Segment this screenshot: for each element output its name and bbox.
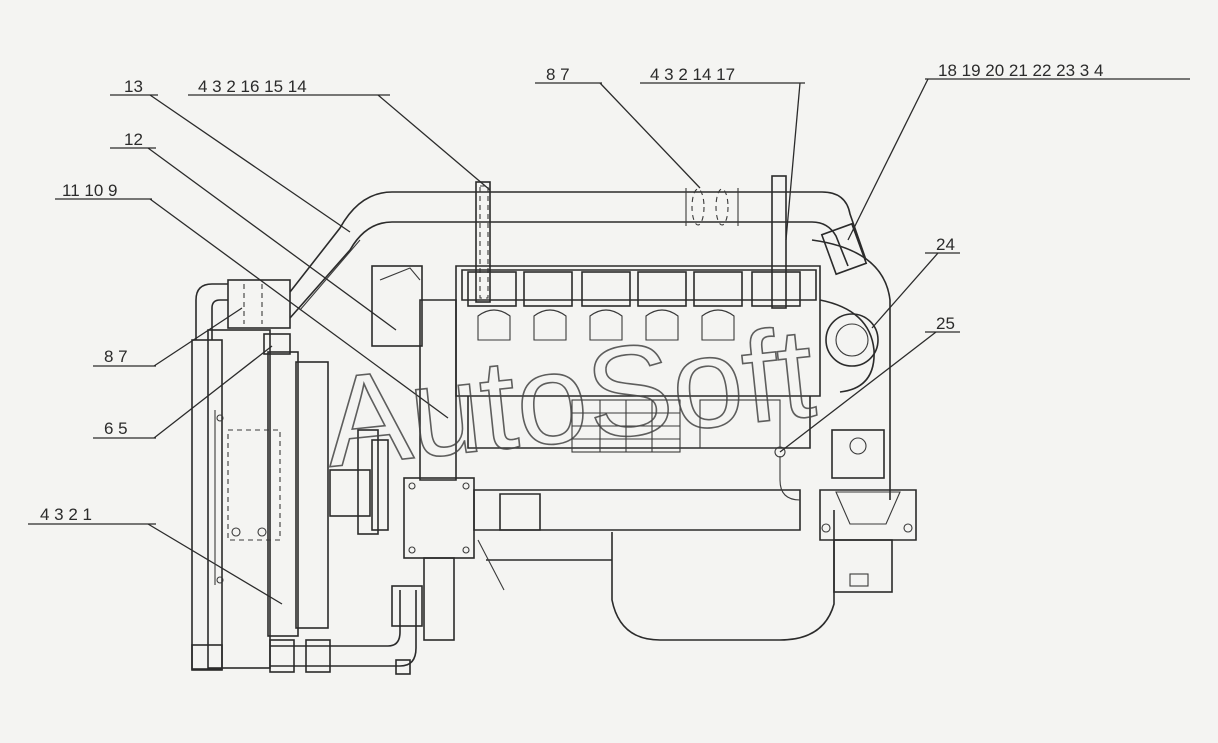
- callout-label: 24: [936, 235, 955, 254]
- callout-label: 4 3 2 16 15 14: [198, 77, 307, 96]
- engine-block: [371, 265, 821, 481]
- callout-label: 25: [936, 314, 955, 333]
- oil-pan: [473, 489, 835, 641]
- callout-label: 4 3 2 14 17: [650, 65, 735, 84]
- callout-label: 6 5: [104, 419, 128, 438]
- valve-covers: [477, 309, 735, 341]
- callout-label: 8 7: [546, 65, 570, 84]
- radiator: [191, 329, 329, 671]
- callout-25: 25: [779, 314, 960, 453]
- callout-14-17: 4 3 2 14 17: [640, 65, 805, 241]
- callout-label: 4 3 2 1: [40, 505, 92, 524]
- callout-18-23: 18 19 20 21 22 23 3 4: [847, 61, 1190, 241]
- callout-8-7-left: 8 7: [93, 307, 243, 367]
- callout-16-15-14: 4 3 2 16 15 14: [188, 77, 491, 191]
- callout-label: 12: [124, 130, 143, 149]
- lower-coolant-pipe: [269, 585, 423, 675]
- cylinder-heads: [467, 271, 801, 307]
- watermark-text: AutoSoft: [318, 301, 821, 495]
- callout-4-3-2-1: 4 3 2 1: [28, 505, 283, 605]
- callout-8-7-top: 8 7: [535, 65, 701, 189]
- flywheel-housing: [811, 239, 891, 500]
- block-grid: [571, 399, 781, 453]
- callout-label: 13: [124, 77, 143, 96]
- drain-fitting: [774, 446, 801, 501]
- callout-label: 18 19 20 21 22 23 3 4: [938, 61, 1103, 80]
- charge-air-pipe-left: [195, 279, 291, 355]
- intake-pipe: [289, 175, 868, 319]
- callout-label: 8 7: [104, 347, 128, 366]
- engine-mount: [819, 489, 917, 593]
- callout-6-5: 6 5: [93, 345, 273, 439]
- callout-label: 11 10 9: [62, 181, 117, 200]
- callout-12: 12: [110, 130, 397, 331]
- callout-24: 24: [871, 235, 960, 329]
- callout-13: 13: [110, 77, 351, 233]
- pulley-assembly: [329, 429, 475, 641]
